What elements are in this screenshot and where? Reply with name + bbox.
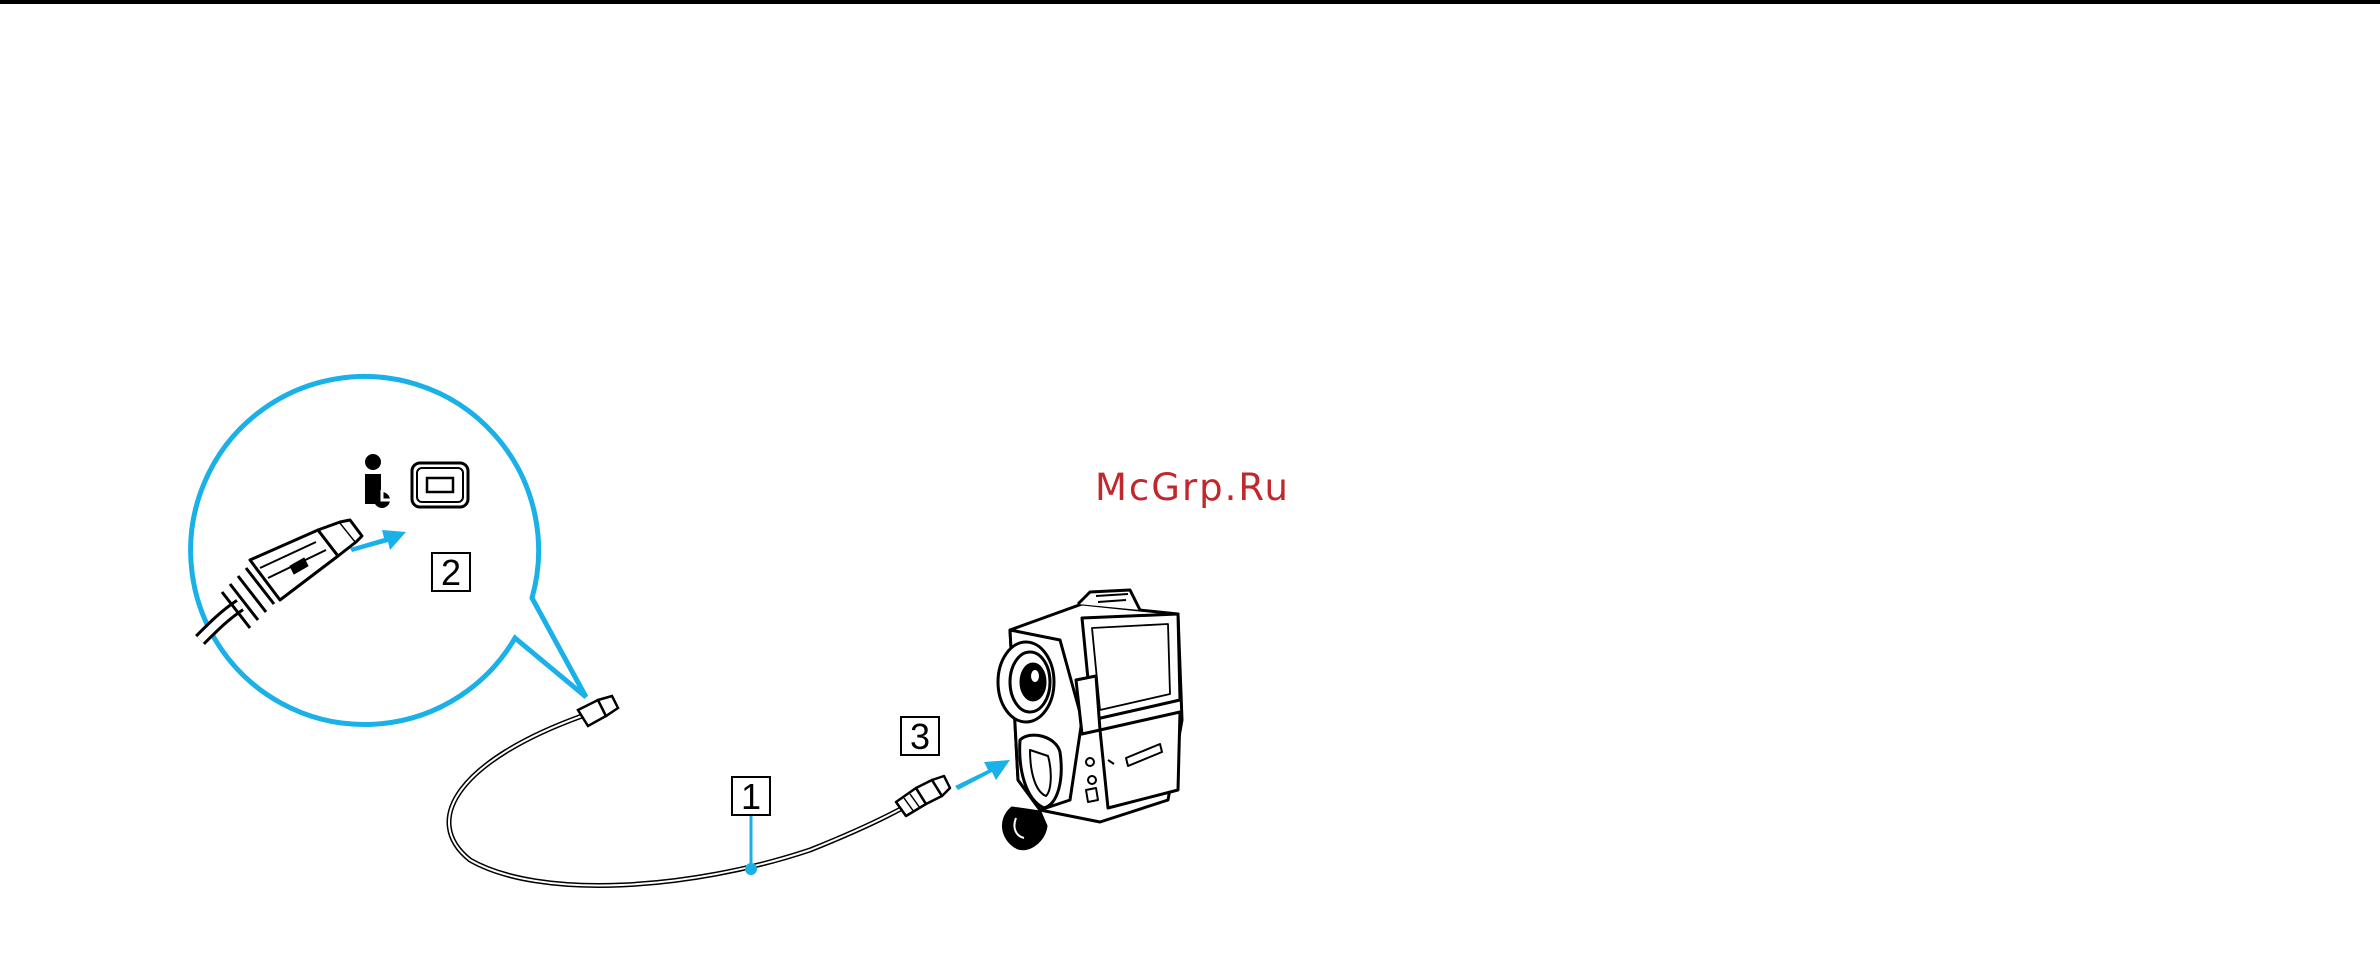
watermark-text: McGrp.Ru [1095,466,1290,509]
camcorder-icon [998,590,1182,849]
cable-plug-small-icon [578,696,618,726]
callout-1-label: 1 [741,776,761,817]
port-socket-icon [412,463,468,507]
callout-3-label: 3 [910,716,930,757]
callout-2: 2 [432,552,470,593]
cable-plug-large-icon [896,776,950,816]
cable [449,716,908,885]
callout-3: 3 [901,716,939,757]
callout-2-label: 2 [441,552,461,593]
magnify-bubble [191,376,586,724]
insert-arrow-camera-icon [955,760,1010,790]
callout-1: 1 [732,776,770,875]
